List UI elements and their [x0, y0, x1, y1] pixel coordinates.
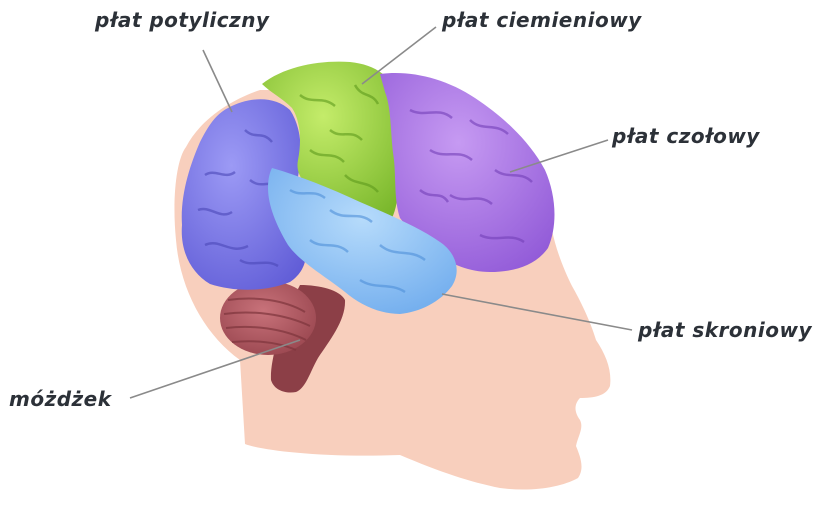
- label-temporal-lobe: płat skroniowy: [638, 320, 812, 340]
- label-cerebellum: móżdżek: [9, 389, 112, 409]
- label-frontal-lobe: płat czołowy: [612, 126, 760, 146]
- label-occipital-lobe: płat potyliczny: [95, 10, 269, 30]
- leader-line-occipital: [203, 50, 232, 112]
- cerebellum: [220, 281, 316, 355]
- label-parietal-lobe: płat ciemieniowy: [442, 10, 642, 30]
